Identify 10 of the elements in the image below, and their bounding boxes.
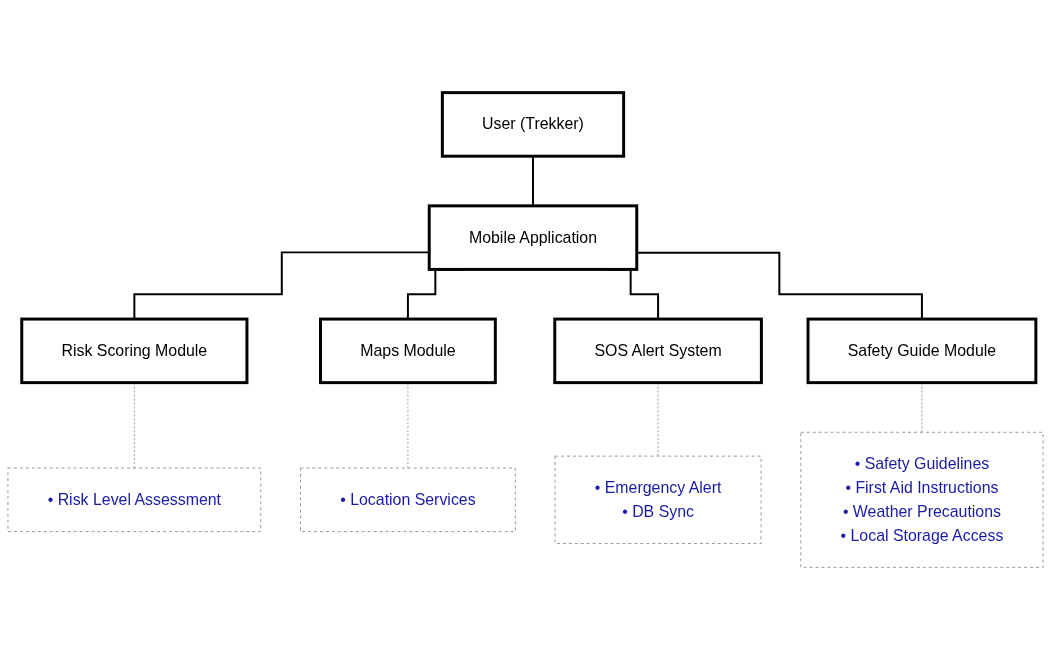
node-box: SOS Alert System	[553, 317, 763, 385]
node-box: • Location Services	[300, 467, 516, 533]
node-box: • Safety Guidelines • First Aid Instructions • Weather Precautions • Local Storage Access	[800, 431, 1044, 568]
node-box: Risk Scoring Module	[20, 317, 249, 385]
node-box: Maps Module	[319, 317, 497, 385]
node-box: Mobile Application	[427, 204, 639, 271]
node-box: • Risk Level Assessment	[7, 467, 262, 533]
node-box: • Emergency Alert • DB Sync	[554, 455, 762, 544]
node-box: Safety Guide Module	[806, 317, 1038, 385]
node-box: User (Trekker)	[440, 91, 626, 158]
